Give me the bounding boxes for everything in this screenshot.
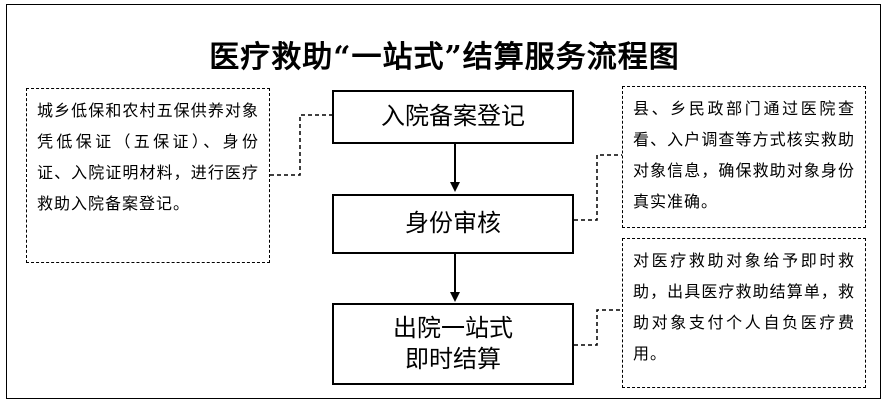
step-label: 入院备案登记 <box>381 102 525 131</box>
step-identity-verification: 身份审核 <box>332 194 574 254</box>
step-label: 出院一站式 即时结算 <box>393 313 513 373</box>
note-admission-registration: 城乡低保和农村五保供养对象凭低保证（五保证）、身份证、入院证明材料，进行医疗救助… <box>26 88 270 263</box>
note-discharge-settlement: 对医疗救助对象给予即时救助，出具医疗救助结算单，救助对象支付个人自负医疗费用。 <box>622 238 866 388</box>
step-label: 身份审核 <box>405 209 501 238</box>
note-identity-verification: 县、乡民政部门通过医院查看、入户调查等方式核实救助对象信息，确保救助对象身份真实… <box>622 86 866 228</box>
step-discharge-settlement: 出院一站式 即时结算 <box>332 303 574 385</box>
connector-right-top-note <box>574 154 622 221</box>
connector-left-note <box>270 114 332 176</box>
diagram-frame <box>6 4 881 399</box>
connector-right-bottom-note <box>574 309 622 346</box>
diagram-title: 医疗救助“一站式”结算服务流程图 <box>209 40 680 75</box>
step-admission-registration: 入院备案登记 <box>332 90 574 144</box>
